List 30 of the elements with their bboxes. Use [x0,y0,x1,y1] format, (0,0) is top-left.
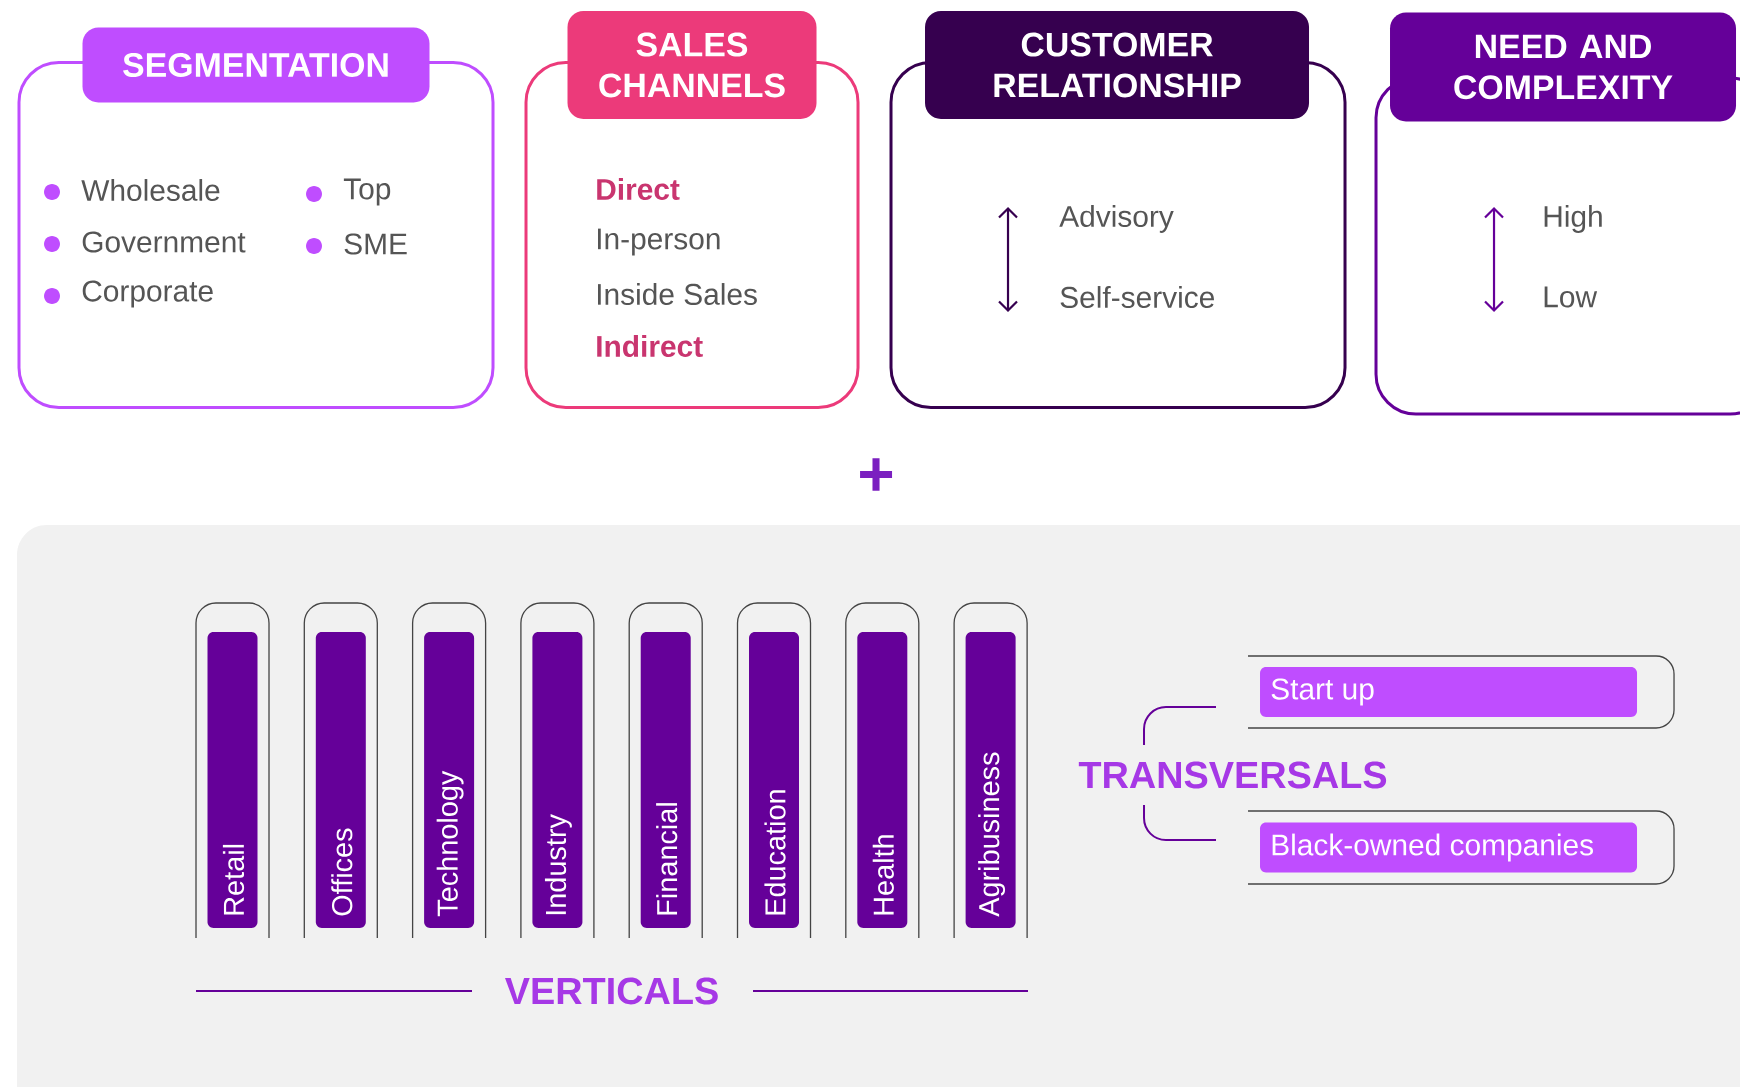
bullet-item: Top [306,178,391,206]
category-bar: Education [736,602,812,939]
header-pill: SEGMENTATION [82,27,430,103]
category-bar: Agribusiness [953,602,1028,939]
bullet-item: SME [306,233,407,255]
header-pill: SALES CHANNELS [567,11,817,119]
category-bar: Start up [1247,655,1675,729]
bullet-item: Corporate [44,280,213,308]
list-item: Indirect [597,335,703,357]
category-bar: Technology [411,602,487,939]
section-heading: VERTICALS [505,977,718,1005]
list-item: Inside Sales [597,283,757,305]
list-item: High [1544,205,1602,233]
category-bar: Financial [628,602,703,939]
plus-sign: + [860,458,893,491]
list-item: Advisory [1059,205,1174,233]
category-bar: Industry [520,602,595,939]
list-item: Self-service [1060,286,1214,308]
category-bar: Black-owned companies [1247,810,1675,885]
bullet-item: Wholesale [44,179,220,201]
list-item: Low [1544,286,1598,308]
category-bar: Retail [195,602,270,939]
category-bar: Offices [303,602,378,939]
list-item: In-person [597,228,720,256]
header-pill: CUSTOMER RELATIONSHIP [925,11,1309,119]
bullet-item: Government [44,231,246,253]
header-pill: NEED AND COMPLEXITY [1390,12,1736,122]
category-bar: Health [845,602,920,939]
section-heading: TRANSVERSALS [1078,761,1387,789]
list-item: Direct [597,178,680,200]
